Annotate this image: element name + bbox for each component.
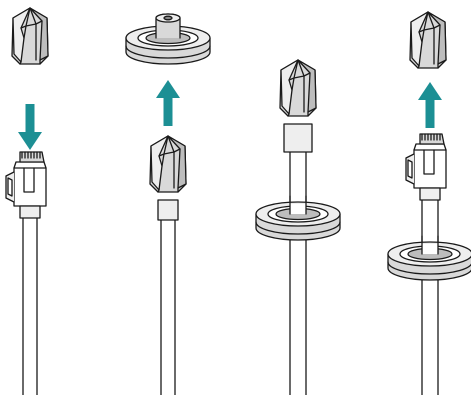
- nose-cap-icon: [149, 135, 187, 193]
- plug-stub-icon: [283, 123, 313, 153]
- cable-lines: [421, 199, 439, 395]
- step-2-panel: [125, 13, 211, 395]
- arrow-up-icon: [156, 80, 180, 126]
- rj45-plug-icon: [5, 151, 47, 219]
- step-4-panel: [387, 11, 471, 395]
- rj45-plug-icon: [405, 133, 447, 201]
- grommet-icon: [255, 195, 341, 241]
- grommet-icon: [125, 13, 211, 65]
- step-1-panel: [5, 7, 49, 395]
- cable-lines: [289, 149, 307, 395]
- plug-stub-icon: [157, 199, 179, 221]
- arrow-up-icon: [418, 82, 442, 128]
- nose-cap-icon: [409, 11, 447, 69]
- step-3-panel: [255, 59, 341, 395]
- cable-lines: [160, 219, 176, 395]
- nose-cap-icon: [279, 59, 317, 117]
- grommet-icon: [387, 235, 471, 281]
- cable-lines: [22, 217, 38, 395]
- nose-cap-icon: [11, 7, 49, 65]
- arrow-down-icon: [18, 104, 42, 150]
